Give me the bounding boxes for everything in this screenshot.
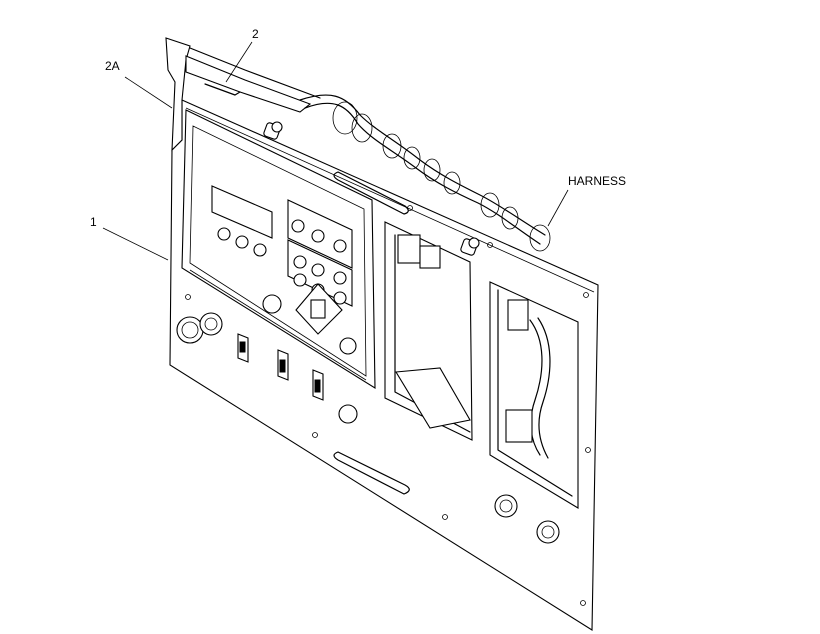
rocker-switch xyxy=(277,349,289,381)
plate-slot xyxy=(333,171,410,495)
round-connector xyxy=(176,312,223,344)
leader-lines xyxy=(102,41,569,261)
rocker-switch xyxy=(237,333,249,363)
callout-label-2: 2 xyxy=(252,27,259,41)
mounting-stud xyxy=(460,237,480,256)
wiring-harness xyxy=(299,94,551,252)
bottom-connector xyxy=(536,520,560,544)
callout-label-harness: HARNESS xyxy=(568,174,626,188)
right-opening xyxy=(489,281,579,509)
top-bracket xyxy=(185,47,321,113)
rocker-switch xyxy=(312,369,324,401)
mounting-stud xyxy=(263,121,283,140)
controller-panel xyxy=(181,109,376,389)
panel-knob xyxy=(338,404,358,424)
callout-label-2a: 2A xyxy=(105,59,120,73)
callout-label-1: 1 xyxy=(90,215,97,229)
bottom-connector xyxy=(494,494,518,518)
center-opening xyxy=(384,221,473,441)
